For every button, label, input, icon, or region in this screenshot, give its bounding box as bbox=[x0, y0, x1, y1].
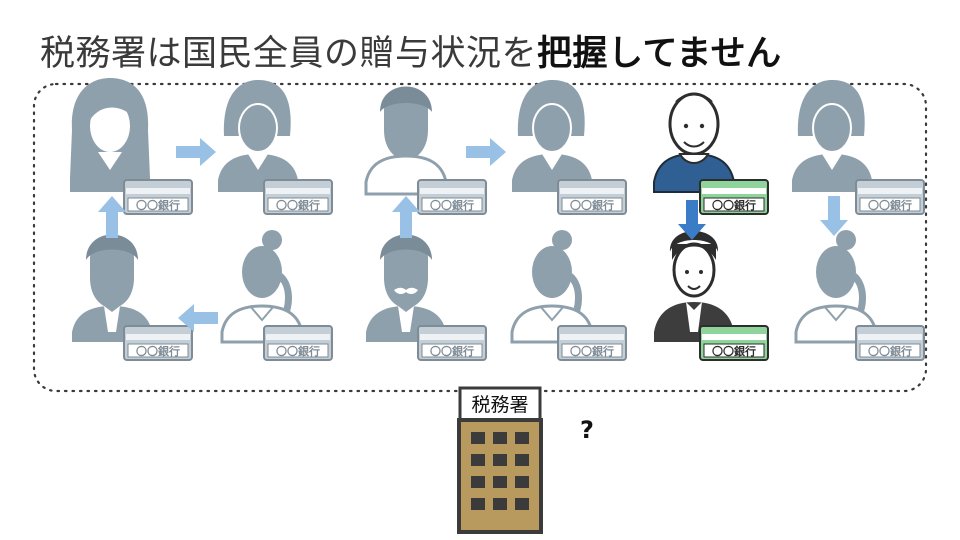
bank-card-woman-ponytail-2: 〇〇銀行 bbox=[557, 325, 627, 361]
building-window bbox=[471, 476, 485, 488]
arrow-up-1 bbox=[98, 196, 126, 238]
person-businessman bbox=[72, 234, 152, 342]
bank-card-man-casual: 〇〇銀行 bbox=[417, 179, 487, 215]
building-window bbox=[515, 476, 529, 488]
bank-card-woman-short-hair-1: 〇〇銀行 bbox=[263, 179, 333, 215]
building-window bbox=[515, 432, 529, 444]
building-window bbox=[493, 454, 507, 466]
arrow-down-active bbox=[678, 200, 706, 240]
bank-card-label: 〇〇銀行 bbox=[570, 344, 614, 358]
building-window bbox=[471, 454, 485, 466]
building-window bbox=[515, 498, 529, 510]
person-woman-short-hair-2 bbox=[512, 80, 592, 192]
flow-arrows bbox=[98, 138, 848, 332]
person-bald-old-man bbox=[653, 92, 735, 193]
bank-card-woman-ponytail-3: 〇〇銀行 bbox=[855, 325, 925, 361]
group-boundary bbox=[32, 82, 928, 393]
person-woman-short-hair-3 bbox=[792, 80, 872, 192]
bank-card-label: 〇〇銀行 bbox=[430, 198, 474, 212]
bank-card-label: 〇〇銀行 bbox=[712, 344, 756, 358]
arrow-left-1 bbox=[178, 304, 218, 332]
slide-title: 税務署は国民全員の贈与状況を把握してません bbox=[40, 30, 782, 78]
question-mark: ? bbox=[580, 416, 594, 444]
bank-card-woman-ponytail-1: 〇〇銀行 bbox=[263, 325, 333, 361]
building-window bbox=[493, 498, 507, 510]
tax-office-sign-text: 税務署 bbox=[471, 394, 528, 416]
tax-office: 税務署 ? bbox=[457, 386, 594, 534]
bank-card-label: 〇〇銀行 bbox=[430, 344, 474, 358]
bank-card-woman-short-hair-3: 〇〇銀行 bbox=[855, 179, 925, 215]
person-man-casual bbox=[364, 86, 448, 196]
bank-card-label: 〇〇銀行 bbox=[276, 344, 320, 358]
bank-card-mustache-man: 〇〇銀行 bbox=[417, 325, 487, 361]
bank-card-label: 〇〇銀行 bbox=[570, 198, 614, 212]
bank-card-woman-long-hair: 〇〇銀行 bbox=[123, 179, 193, 215]
bank-card-businessman: 〇〇銀行 bbox=[123, 325, 193, 361]
bank-cards: 〇〇銀行〇〇銀行〇〇銀行〇〇銀行〇〇銀行〇〇銀行〇〇銀行〇〇銀行〇〇銀行〇〇銀行… bbox=[123, 179, 925, 361]
bank-card-label: 〇〇銀行 bbox=[136, 344, 180, 358]
building-window bbox=[471, 498, 485, 510]
building-window bbox=[493, 432, 507, 444]
person-woman-long-hair bbox=[70, 78, 150, 192]
building-windows bbox=[471, 432, 529, 510]
bank-card-label: 〇〇銀行 bbox=[868, 344, 912, 358]
bank-card-label: 〇〇銀行 bbox=[712, 198, 756, 212]
person-woman-ponytail-1 bbox=[220, 230, 304, 344]
building-window bbox=[493, 476, 507, 488]
bank-card-label: 〇〇銀行 bbox=[868, 198, 912, 212]
arrow-down-2 bbox=[820, 196, 848, 236]
arrow-right-2 bbox=[466, 138, 506, 166]
arrow-up-2 bbox=[392, 196, 420, 238]
title-bold: 把握してません bbox=[537, 34, 782, 74]
person-woman-short-hair-1 bbox=[218, 80, 298, 192]
person-mustache-man bbox=[366, 234, 446, 342]
bank-card-woman-short-hair-2: 〇〇銀行 bbox=[557, 179, 627, 215]
building-window bbox=[515, 454, 529, 466]
building-window bbox=[471, 432, 485, 444]
bank-card-young-man-suit: 〇〇銀行 bbox=[699, 325, 769, 361]
bank-card-label: 〇〇銀行 bbox=[136, 198, 180, 212]
bank-card-label: 〇〇銀行 bbox=[276, 198, 320, 212]
arrow-right-1 bbox=[176, 138, 216, 166]
title-plain: 税務署は国民全員の贈与状況を bbox=[40, 34, 538, 74]
bank-card-bald-old-man: 〇〇銀行 bbox=[699, 179, 769, 215]
